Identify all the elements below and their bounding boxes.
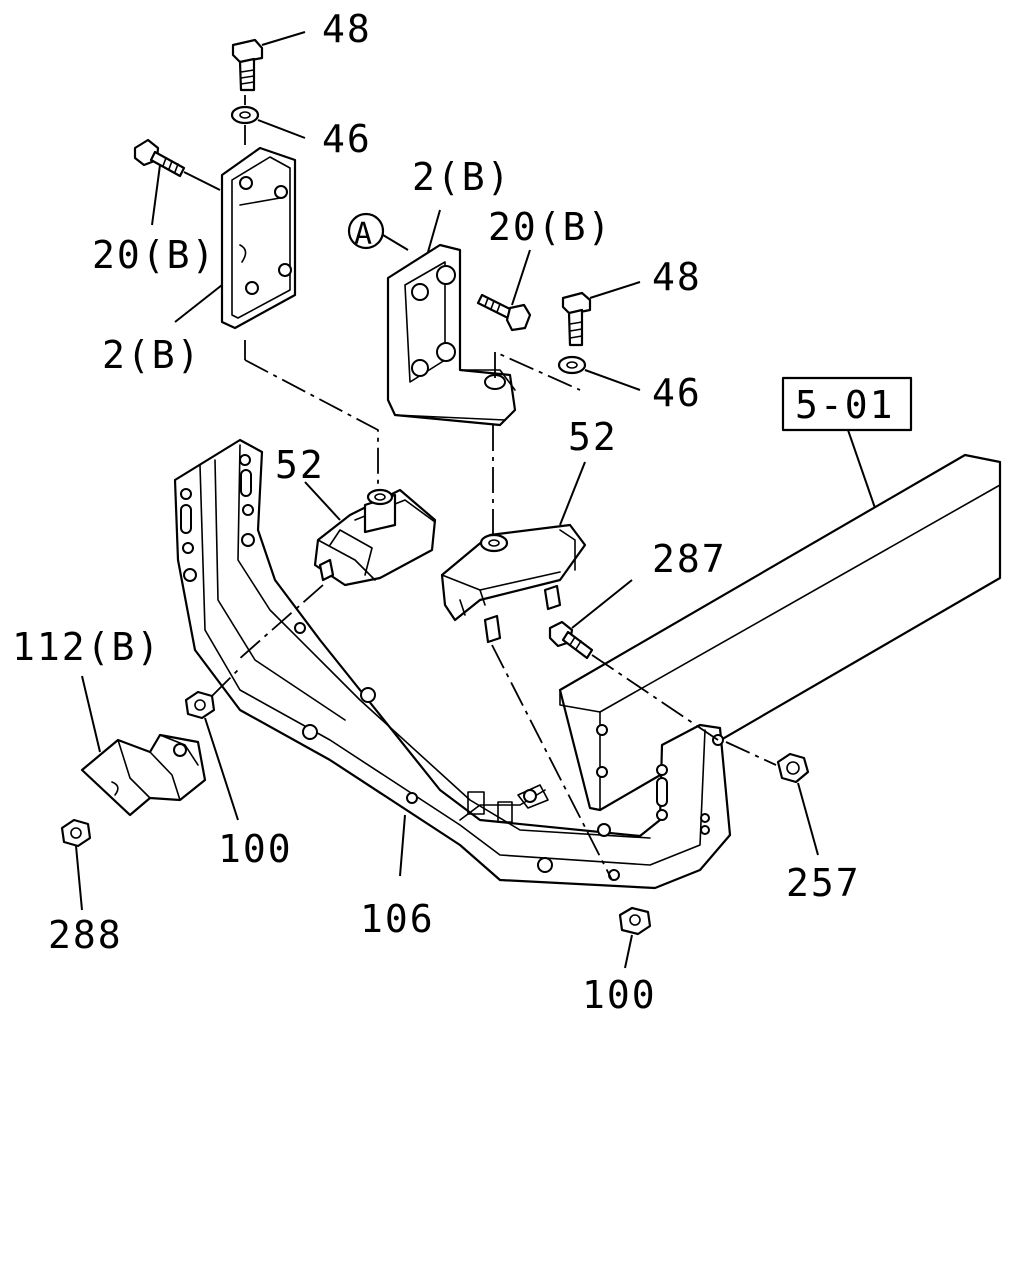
frame-rail: 5-01 [558,376,1002,812]
nut-100-left: 100 [184,669,293,871]
washer-46-top: 46 [230,95,372,161]
nut-257: 257 [725,741,861,905]
bolt-48-top: 48 [231,7,372,92]
ref-box [781,376,913,432]
mount-52-left-label: 52 [275,443,325,487]
nut-288-label: 288 [48,913,123,957]
callout-a-circle [347,212,385,250]
mount-52-left: 52 [237,443,437,661]
bolt-48-right-label: 48 [652,255,702,299]
washer-46-top-label: 46 [322,117,372,161]
washer-46-right: 46 [557,355,702,415]
bolt-20b-center: 20(B) [476,205,612,332]
nut-100-left-label: 100 [218,827,293,871]
washer-46-right-label: 46 [652,371,702,415]
bolt-48-top-label: 48 [322,7,372,51]
bolt-20b-left: 20(B) [92,138,221,277]
nut-100-bottom: 100 [582,906,657,1017]
bracket-112b-label: 112(B) [12,625,161,669]
ref-box-label: 5-01 [795,383,895,427]
mount-52-right: 52 [440,415,618,881]
crossmember-label: 106 [360,897,435,941]
bracket-2b-center: 2(B) A [347,155,581,535]
bolt-287: 287 [548,537,727,741]
bolt-20b-center-label: 20(B) [488,205,612,249]
callout-a-label: A [354,217,374,252]
bolt-287-label: 287 [652,537,727,581]
mount-52-right-label: 52 [568,415,618,459]
nut-257-label: 257 [786,861,861,905]
bolt-48-right: 48 [561,255,702,347]
nut-288: 288 [48,818,123,957]
bracket-2b-left: 2(B) [102,146,379,490]
crossmember-106: 106 [173,438,732,941]
nut-100-bottom-label: 100 [582,973,657,1017]
bracket-2b-left-label: 2(B) [102,333,202,377]
bracket-2b-center-label: 2(B) [412,155,512,199]
bolt-20b-left-label: 20(B) [92,233,216,277]
bracket-112b: 112(B) [12,625,207,817]
